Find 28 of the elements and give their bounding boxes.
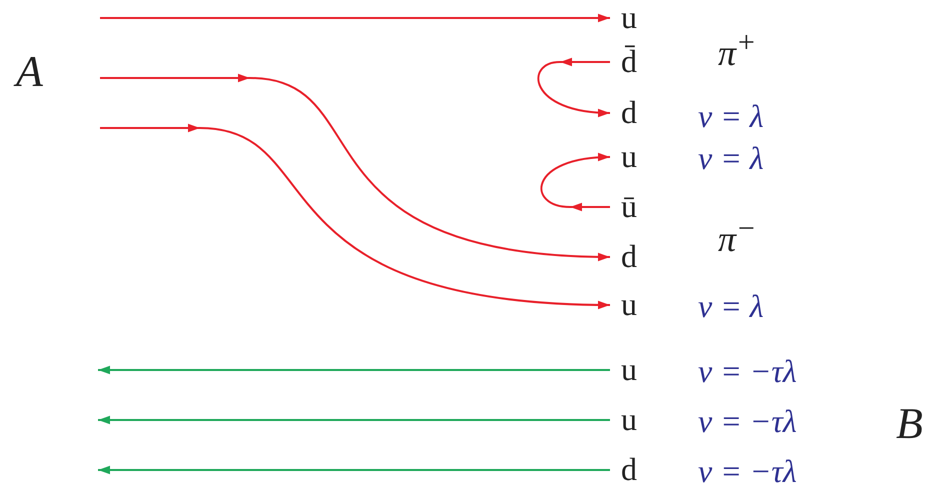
meson-label: π$^{−}$: [718, 214, 756, 257]
arrow: [100, 74, 610, 262]
quark-label: u: [612, 399, 646, 439]
point-label: B: [896, 402, 923, 446]
arrow: [537, 58, 610, 118]
meson-label: π$^{+}$: [718, 28, 756, 71]
quark-label: u: [612, 349, 646, 389]
quark-label: d̄: [612, 41, 646, 81]
arrow: [100, 124, 610, 310]
equation: ν = −τλ: [698, 455, 797, 487]
quark-label: d: [612, 92, 646, 132]
equation: ν = −τλ: [698, 405, 797, 437]
equation: ν = λ: [698, 290, 764, 322]
equation: ν = λ: [698, 142, 764, 174]
quark-label: u: [612, 0, 646, 37]
quark-label: u: [612, 284, 646, 324]
arrow: [98, 416, 610, 424]
equation: ν = λ: [698, 100, 764, 132]
quark-label: ū: [612, 186, 646, 226]
arrow: [100, 14, 610, 22]
quark-label: u: [612, 136, 646, 176]
arrow: [540, 152, 610, 212]
arrow: [98, 366, 610, 374]
quark-label: d: [612, 236, 646, 276]
quark-label: d: [612, 449, 646, 489]
point-label: A: [16, 50, 43, 94]
arrow: [98, 466, 610, 474]
equation: ν = −τλ: [698, 355, 797, 387]
